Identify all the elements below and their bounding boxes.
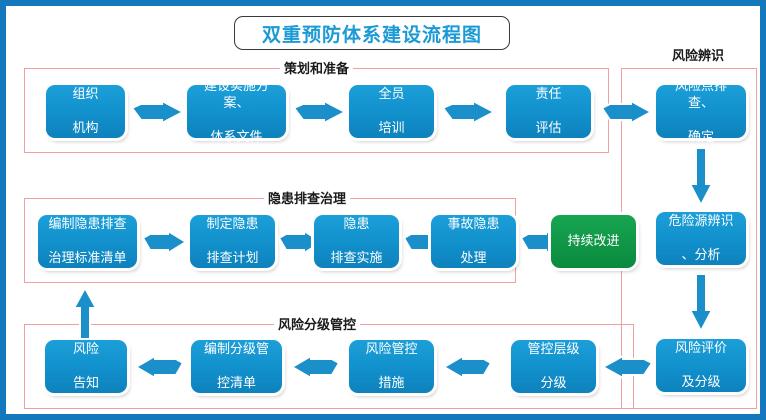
node-hazard-checklist[interactable]: 编制隐患排查治理标准清单 xyxy=(38,215,137,268)
node-risk-point-survey[interactable]: 风险点排查、确定 xyxy=(656,79,746,145)
node-risk-control-measures[interactable]: 风险管控措施 xyxy=(349,340,434,393)
arrow-right-1 xyxy=(130,99,186,125)
node-continuous-improvement[interactable]: 持续改进 xyxy=(551,215,636,268)
node-hazard-execution-label: 隐患排查实施 xyxy=(330,217,383,266)
node-risk-notification[interactable]: 风险告知 xyxy=(45,340,127,393)
arrow-up-feedback xyxy=(72,285,98,340)
group-grading-label: 风险分级管控 xyxy=(274,318,361,333)
node-all-staff-training-label: 全员培训 xyxy=(378,87,405,136)
node-all-staff-training[interactable]: 全员培训 xyxy=(349,85,434,138)
group-risk-identification-label: 风险辨识 xyxy=(668,49,729,64)
node-risk-notification-label: 风险告知 xyxy=(72,342,99,391)
node-risk-point-survey-label: 风险点排查、确定 xyxy=(674,78,727,145)
node-hazard-plan-label: 制定隐患排查计划 xyxy=(206,217,259,266)
page-title: 双重预防体系建设流程图 xyxy=(234,16,510,50)
arrow-right-2 xyxy=(292,99,348,125)
node-hazard-execution[interactable]: 隐患排查实施 xyxy=(314,215,399,268)
node-hazard-checklist-label: 编制隐患排查治理标准清单 xyxy=(48,217,127,266)
node-risk-evaluation-grading[interactable]: 风险评价及分级 xyxy=(656,339,746,392)
node-accident-hazard-handling-label: 事故隐患处理 xyxy=(447,217,500,266)
node-implementation-plan-label: 建设实施方案、体系文件 xyxy=(203,78,269,145)
node-continuous-improvement-label: 持续改进 xyxy=(567,234,620,249)
node-organization[interactable]: 组织机构 xyxy=(46,85,125,138)
arrow-left-1 xyxy=(134,354,185,380)
node-risk-control-measures-label: 风险管控措施 xyxy=(365,342,418,391)
node-hazard-source-identification[interactable]: 危险源辨识、分析 xyxy=(656,212,746,265)
arrow-right-3 xyxy=(441,99,497,125)
node-organization-label: 组织机构 xyxy=(72,87,99,136)
node-implementation-plan[interactable]: 建设实施方案、体系文件 xyxy=(187,79,286,145)
group-hazard-label: 隐患排查治理 xyxy=(264,192,351,207)
node-risk-evaluation-grading-label: 风险评价及分级 xyxy=(674,341,727,390)
node-hazard-plan[interactable]: 制定隐患排查计划 xyxy=(190,215,275,268)
node-responsibility-assessment[interactable]: 责任评估 xyxy=(506,85,591,138)
arrow-right-4 xyxy=(141,229,188,255)
node-hazard-source-identification-label: 危险源辨识、分析 xyxy=(668,214,734,263)
arrow-left-2 xyxy=(290,354,341,380)
arrow-down-2 xyxy=(688,273,714,334)
node-accident-hazard-handling[interactable]: 事故隐患处理 xyxy=(431,215,516,268)
node-grading-control-list[interactable]: 编制分级管控清单 xyxy=(191,340,282,393)
arrow-right-to-risk-identification xyxy=(600,99,654,125)
node-responsibility-assessment-label: 责任评估 xyxy=(535,87,562,136)
group-planning-label: 策划和准备 xyxy=(280,62,354,77)
node-grading-control-list-label: 编制分级管控清单 xyxy=(203,342,269,391)
arrow-left-from-risk-evaluation xyxy=(600,354,654,380)
arrow-down-1 xyxy=(688,147,714,208)
node-control-level-grading-label: 管控层级分级 xyxy=(527,342,580,391)
page-title-text: 双重预防体系建设流程图 xyxy=(261,23,482,46)
node-control-level-grading[interactable]: 管控层级分级 xyxy=(511,340,596,393)
arrow-left-3 xyxy=(442,354,493,380)
